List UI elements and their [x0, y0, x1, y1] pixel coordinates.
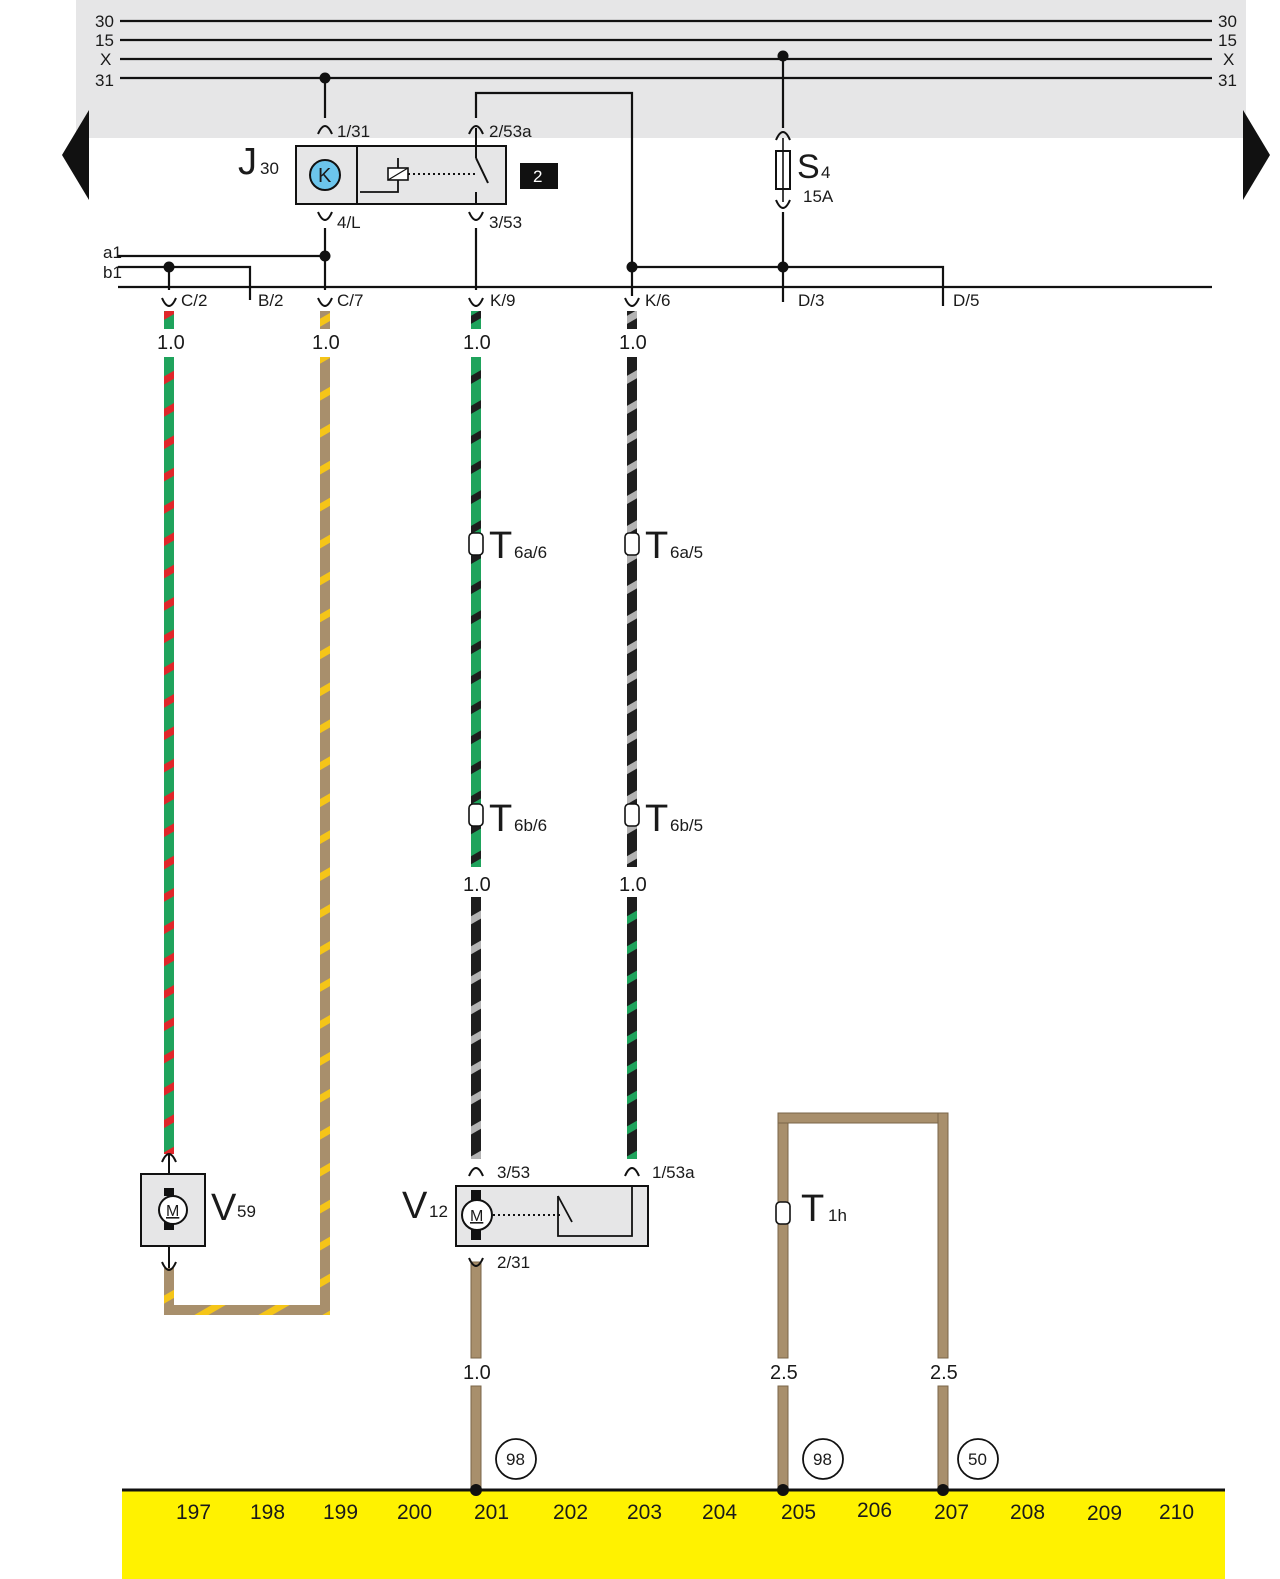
internal-wiring — [118, 56, 1212, 306]
gauge-c7: 1.0 — [312, 332, 340, 354]
ground-dots — [470, 1484, 949, 1496]
wire-k6-black-gray — [627, 311, 637, 1159]
bus-label-31-right: 31 — [1218, 71, 1237, 90]
fuse-s4-sub: 4 — [821, 163, 830, 182]
gauge-k9-lower: 1.0 — [463, 874, 491, 896]
connector-k9: K/9 — [490, 291, 516, 310]
motor-v59-icon — [158, 1195, 188, 1225]
footer-number: 209 — [1087, 1502, 1122, 1525]
footer-number: 206 — [857, 1499, 892, 1522]
reference-box-label: 2 — [533, 167, 542, 186]
footer-number: 208 — [1010, 1501, 1045, 1524]
footer-number: 207 — [934, 1501, 969, 1524]
connector-d3: D/3 — [798, 291, 824, 310]
gauge-k6: 1.0 — [619, 332, 647, 354]
connector-k6: K/6 — [645, 291, 671, 310]
motor-v12-pin-3-53: 3/53 — [497, 1163, 530, 1182]
motor-v12-icon — [461, 1199, 493, 1231]
wire-c2-green-red — [164, 311, 174, 1154]
wire-c7-brown-yellow — [164, 311, 330, 1315]
terminal-icons — [468, 532, 791, 1225]
relay-pin-2-53a: 2/53a — [489, 122, 532, 141]
footer-number: 197 — [176, 1501, 211, 1524]
gauge-ground-205: 2.5 — [770, 1362, 798, 1384]
motor-v12-pin-1-53a: 1/53a — [652, 1163, 695, 1182]
page-prev-arrow[interactable] — [62, 110, 89, 200]
connector-c2: C/2 — [181, 291, 207, 310]
footer-number: 203 — [627, 1501, 662, 1524]
gauge-ground-201: 1.0 — [463, 1362, 491, 1384]
terminal-t6b6-sub: 6b/6 — [514, 816, 547, 835]
stub-label-b1: b1 — [103, 263, 122, 282]
relay-j30[interactable] — [295, 128, 507, 205]
connector-d5: D/5 — [953, 291, 979, 310]
gauge-c2: 1.0 — [157, 332, 185, 354]
fuse-s4-rating: 15A — [803, 187, 834, 206]
relay-coil-icon — [309, 159, 341, 191]
wire-ground-brown — [470, 1112, 949, 1491]
relay-pin-3-53: 3/53 — [489, 213, 522, 232]
connector-b2: B/2 — [258, 291, 284, 310]
motor-v59[interactable] — [140, 1154, 206, 1268]
bus-label-x-left: X — [100, 50, 111, 69]
terminal-t1h-sub: 1h — [828, 1206, 847, 1225]
ground-ref-50: 50 — [968, 1450, 987, 1469]
terminal-t6a5-name: T — [645, 525, 668, 567]
connector-forks — [161, 125, 791, 1271]
ground-ref-98-a: 98 — [506, 1450, 525, 1469]
motor-v59-sub: 59 — [237, 1202, 256, 1221]
bus-label-31-left: 31 — [95, 71, 114, 90]
stub-label-a1: a1 — [103, 243, 122, 262]
relay-j30-sub: 30 — [260, 159, 279, 178]
connector-c7: C/7 — [337, 291, 363, 310]
wire-k9-green-black — [471, 311, 481, 1159]
motor-v12-sub: 12 — [429, 1202, 448, 1221]
footer-strip — [122, 1490, 1225, 1579]
terminal-t6b5-name: T — [645, 798, 668, 840]
relay-pin-1-31: 1/31 — [337, 122, 370, 141]
bus-label-30-left: 30 — [95, 12, 114, 31]
footer-number: 199 — [323, 1501, 358, 1524]
reference-box — [520, 163, 558, 189]
bus-label-30-right: 30 — [1218, 12, 1237, 31]
footer-number: 198 — [250, 1501, 285, 1524]
fuse-s4-name: S — [797, 148, 820, 186]
supply-bus — [120, 19, 1212, 80]
footer-number: 201 — [474, 1501, 509, 1524]
terminal-t6b6-name: T — [489, 798, 512, 840]
motor-v12-symbol: M — [470, 1208, 483, 1225]
gauge-k6-lower: 1.0 — [619, 874, 647, 896]
footer-number: 204 — [702, 1501, 737, 1524]
terminal-t1h-name: T — [801, 1188, 824, 1230]
motor-v12[interactable] — [455, 1185, 649, 1247]
gauge-k9: 1.0 — [463, 332, 491, 354]
relay-j30-name: J — [238, 141, 257, 183]
junction-dots — [163, 50, 789, 273]
footer-number: 200 — [397, 1501, 432, 1524]
footer-numbers: 197 198 199 200 201 202 203 204 205 206 … — [176, 1499, 1194, 1525]
footer-number: 205 — [781, 1501, 816, 1524]
relay-pin-4-l: 4/L — [337, 213, 361, 232]
terminal-t6b5-sub: 6b/5 — [670, 816, 703, 835]
footer-number: 202 — [553, 1501, 588, 1524]
ground-ref-98-b: 98 — [813, 1450, 832, 1469]
motor-v12-name: V — [402, 1185, 428, 1227]
terminal-t6a6-name: T — [489, 525, 512, 567]
bus-label-x-right: X — [1223, 50, 1234, 69]
bus-label-15-right: 15 — [1218, 31, 1237, 50]
motor-v12-pin-2-31: 2/31 — [497, 1253, 530, 1272]
relay-coil-symbol: K — [318, 165, 332, 187]
supply-panel — [76, 0, 1246, 138]
bus-label-15-left: 15 — [95, 31, 114, 50]
fuse-s4[interactable] — [775, 138, 791, 202]
page-next-arrow[interactable] — [1243, 110, 1270, 200]
terminal-t6a5-sub: 6a/5 — [670, 543, 703, 562]
ground-ref-circles — [495, 1438, 999, 1480]
terminal-t6a6-sub: 6a/6 — [514, 543, 547, 562]
footer-number: 210 — [1159, 1501, 1194, 1524]
motor-v59-symbol: M — [166, 1203, 179, 1220]
motor-v59-name: V — [211, 1187, 237, 1229]
gauge-ground-207: 2.5 — [930, 1362, 958, 1384]
